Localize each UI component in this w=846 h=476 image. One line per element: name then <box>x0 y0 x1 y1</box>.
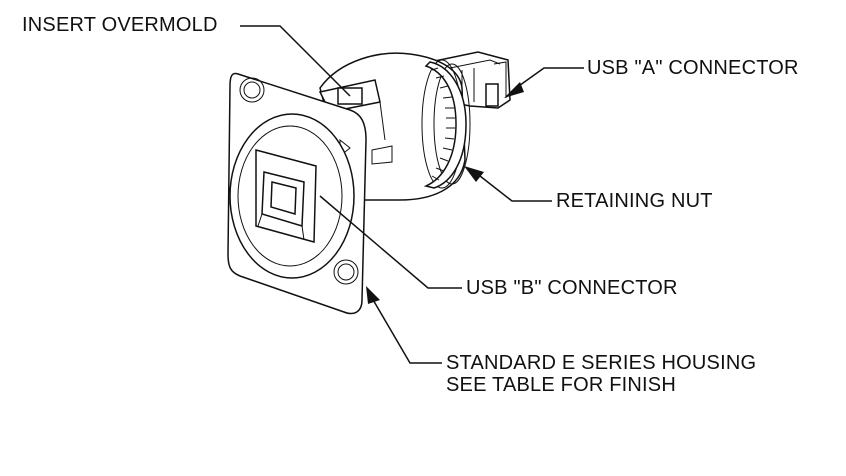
insert-overmold-label: INSERT OVERMOLD <box>22 14 218 36</box>
retaining-nut-label: RETAINING NUT <box>556 190 713 212</box>
usb-b-connector-label: USB "B" CONNECTOR <box>466 277 678 299</box>
usb-b-connector-drawing <box>255 149 317 243</box>
leader-lines <box>240 25 584 364</box>
housing-label-line2: SEE TABLE FOR FINISH <box>446 374 676 396</box>
usb-a-connector-label: USB "A" CONNECTOR <box>587 57 799 79</box>
retaining-nut-drawing <box>423 61 467 189</box>
housing-label: STANDARD E SERIES HOUSING SEE TABLE FOR … <box>446 352 756 396</box>
housing-label-line1: STANDARD E SERIES HOUSING <box>446 352 757 374</box>
